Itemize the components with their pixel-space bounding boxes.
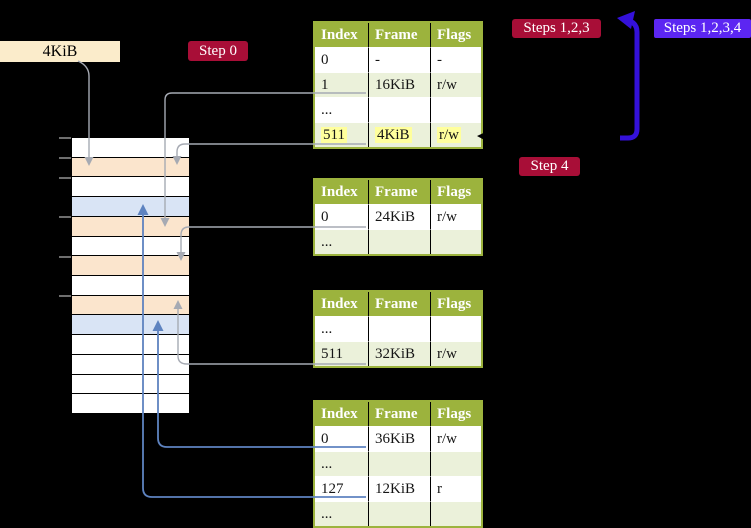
address-tick-3 xyxy=(59,216,71,218)
column-header: Frame xyxy=(368,402,430,426)
memory-row-8 xyxy=(72,295,189,316)
column-header: Frame xyxy=(368,292,430,316)
memory-row-4 xyxy=(72,216,189,237)
table-cell: 36KiB xyxy=(368,426,430,451)
column-header: Flags xyxy=(430,292,481,316)
memory-row-13 xyxy=(72,394,189,414)
column-header: Flags xyxy=(430,23,481,47)
table-cell: r/w xyxy=(430,72,481,97)
step0-badge: Step 0 xyxy=(188,41,248,61)
table-cell: - xyxy=(430,47,481,72)
memory-row-7 xyxy=(72,276,189,296)
memory-row-0 xyxy=(72,138,189,158)
column-header: Index xyxy=(315,292,368,316)
table-row: ... xyxy=(315,451,481,476)
physical-memory xyxy=(71,137,190,414)
memory-row-1 xyxy=(72,157,189,178)
highlighted-value: 511 xyxy=(321,127,347,143)
table-cell xyxy=(430,316,481,341)
table-cell xyxy=(430,501,481,526)
column-header: Flags xyxy=(430,180,481,204)
table-cell xyxy=(430,97,481,122)
highlighted-value: 4KiB xyxy=(375,127,412,143)
table-cell xyxy=(368,451,430,476)
column-header: Frame xyxy=(368,180,430,204)
column-header: Index xyxy=(315,23,368,47)
entry511-loop-link-line xyxy=(477,130,622,143)
table-cell xyxy=(430,451,481,476)
address-tick-4 xyxy=(59,256,71,258)
table-cell: - xyxy=(368,47,430,72)
column-header: Index xyxy=(315,402,368,426)
memory-row-9 xyxy=(72,315,189,336)
address-tick-2 xyxy=(59,177,71,179)
table-cell: 0 xyxy=(315,426,368,451)
table-cell xyxy=(368,97,430,122)
table-cell: 1 xyxy=(315,72,368,97)
table-cell: r/w xyxy=(430,122,481,147)
table-cell: r xyxy=(430,476,481,501)
table-cell: ... xyxy=(315,229,368,254)
column-header: Flags xyxy=(430,402,481,426)
table-cell xyxy=(368,229,430,254)
table-cell: ... xyxy=(315,316,368,341)
table-cell: ... xyxy=(315,451,368,476)
memory-row-3 xyxy=(72,197,189,217)
memory-row-12 xyxy=(72,374,189,395)
table-cell: ... xyxy=(315,501,368,526)
table-cell: 4KiB xyxy=(368,122,430,147)
highlighted-value: r/w xyxy=(437,127,461,143)
table-row: 0-- xyxy=(315,47,481,72)
address-tick-1 xyxy=(59,157,71,159)
memory-row-10 xyxy=(72,335,189,355)
table-cell: 0 xyxy=(315,47,368,72)
table-cell: 511 xyxy=(315,341,368,366)
table-row: ... xyxy=(315,229,481,254)
address-tick-5 xyxy=(59,295,71,297)
table-cell: 127 xyxy=(315,476,368,501)
column-header: Index xyxy=(315,180,368,204)
memory-row-6 xyxy=(72,256,189,277)
table-cell: 32KiB xyxy=(368,341,430,366)
steps1234-badge: Steps 1,2,3,4 xyxy=(654,19,751,38)
table-cell xyxy=(368,501,430,526)
table-cell: 12KiB xyxy=(368,476,430,501)
column-header: Frame xyxy=(368,23,430,47)
table-row: ... xyxy=(315,97,481,122)
table-cell: 24KiB xyxy=(368,204,430,229)
steps123-badge: Steps 1,2,3 xyxy=(512,19,601,38)
memory-row-5 xyxy=(72,236,189,257)
table-row: 511 4KiB r/w xyxy=(315,122,481,147)
table-cell: r/w xyxy=(430,341,481,366)
table-cell: 511 xyxy=(315,122,368,147)
table-cell: ... xyxy=(315,97,368,122)
table-row: ... xyxy=(315,501,481,526)
table-cell: 0 xyxy=(315,204,368,229)
address-tick-0 xyxy=(59,137,71,139)
table-cell: 16KiB xyxy=(368,72,430,97)
page-size-label: 4KiB xyxy=(0,41,120,62)
step4-badge: Step 4 xyxy=(519,157,580,176)
table-cell: r/w xyxy=(430,426,481,451)
memory-row-11 xyxy=(72,354,189,375)
table-cell: r/w xyxy=(430,204,481,229)
table-cell xyxy=(368,316,430,341)
table-cell xyxy=(430,229,481,254)
table-row: ... xyxy=(315,316,481,341)
memory-row-2 xyxy=(72,177,189,198)
recursive-loop-arrow xyxy=(617,11,640,141)
